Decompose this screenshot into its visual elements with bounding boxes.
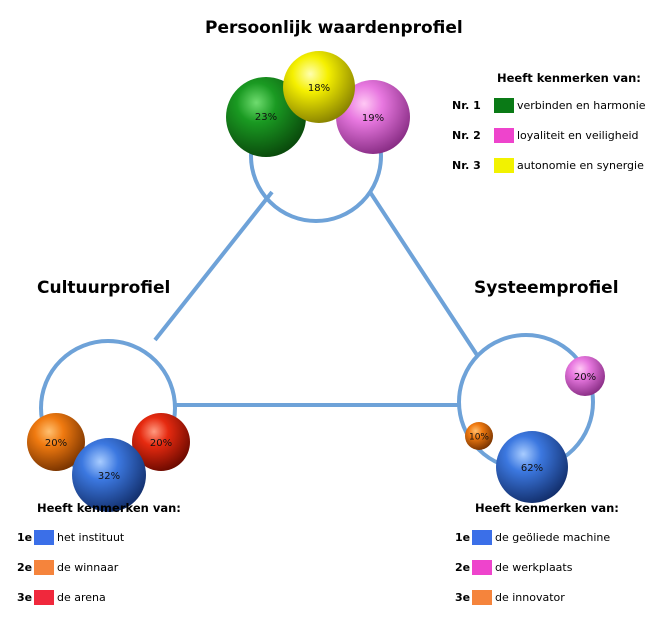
color-swatch	[494, 158, 514, 173]
personal-legend-item: Nr. 3 autonomie en synergie	[452, 158, 644, 173]
legend-label: de arena	[57, 591, 106, 604]
legend-label: autonomie en synergie	[517, 159, 644, 172]
rank-label: Nr. 3	[452, 159, 481, 172]
sphere-innovator: 10%	[465, 422, 493, 450]
color-swatch	[494, 98, 514, 113]
svg-text:20%: 20%	[150, 438, 172, 449]
sphere-instituut: 32%	[72, 438, 146, 512]
svg-text:20%: 20%	[574, 372, 596, 383]
color-swatch	[472, 560, 492, 575]
svg-text:19%: 19%	[362, 113, 384, 124]
sphere-winnaar: 20%	[27, 413, 85, 471]
culture-legend-heading: Heeft kenmerken van:	[37, 501, 181, 515]
rank-label: Nr. 1	[452, 99, 481, 112]
svg-text:20%: 20%	[45, 438, 67, 449]
connector-top-right	[368, 190, 479, 357]
rank-label: 3e	[455, 591, 471, 604]
system-legend-item: 2e de werkplaats	[455, 560, 572, 575]
rank-label: 2e	[17, 561, 33, 574]
legend-label: de geöliede machine	[495, 531, 611, 544]
legend-label: de werkplaats	[495, 561, 573, 574]
connector-top-left	[153, 190, 274, 342]
color-swatch	[34, 560, 54, 575]
rank-label: 1e	[17, 531, 33, 544]
sphere-werkplaats: 20%	[565, 356, 605, 396]
color-swatch	[472, 590, 492, 605]
color-swatch	[472, 530, 492, 545]
color-swatch	[34, 530, 54, 545]
svg-text:32%: 32%	[98, 471, 120, 482]
legend-label: de innovator	[495, 591, 565, 604]
rank-label: Nr. 2	[452, 129, 481, 142]
color-swatch	[34, 590, 54, 605]
culture-profile-title: Cultuurprofiel	[37, 278, 171, 298]
sphere-geoliede-machine: 62%	[496, 431, 568, 503]
culture-legend-item: 2e de winnaar	[17, 560, 118, 575]
sphere-loyaliteit: 19%	[336, 80, 410, 154]
svg-text:18%: 18%	[308, 83, 330, 94]
system-profile-title: Systeemprofiel	[474, 278, 619, 298]
legend-label: de winnaar	[57, 561, 119, 574]
svg-text:23%: 23%	[255, 112, 277, 123]
rank-label: 1e	[455, 531, 471, 544]
svg-text:62%: 62%	[521, 463, 543, 474]
culture-legend-item: 1e het instituut	[17, 530, 124, 545]
color-swatch	[494, 128, 514, 143]
rank-label: 3e	[17, 591, 33, 604]
sphere-autonomie: 18%	[283, 51, 355, 123]
system-legend-heading: Heeft kenmerken van:	[475, 501, 619, 515]
system-legend-item: 1e de geöliede machine	[455, 530, 610, 545]
culture-legend-item: 3e de arena	[17, 590, 106, 605]
legend-label: het instituut	[57, 531, 125, 544]
personal-legend-item: Nr. 1 verbinden en harmonie	[452, 98, 646, 113]
legend-label: verbinden en harmonie	[517, 99, 646, 112]
personal-legend-heading: Heeft kenmerken van:	[497, 71, 641, 85]
svg-text:10%: 10%	[469, 433, 489, 443]
system-legend-item: 3e de innovator	[455, 590, 565, 605]
personal-legend-item: Nr. 2 loyaliteit en veiligheid	[452, 128, 639, 143]
legend-label: loyaliteit en veiligheid	[517, 129, 639, 142]
rank-label: 2e	[455, 561, 471, 574]
personal-profile-title: Persoonlijk waardenprofiel	[205, 18, 463, 38]
sphere-arena: 20%	[132, 413, 190, 471]
